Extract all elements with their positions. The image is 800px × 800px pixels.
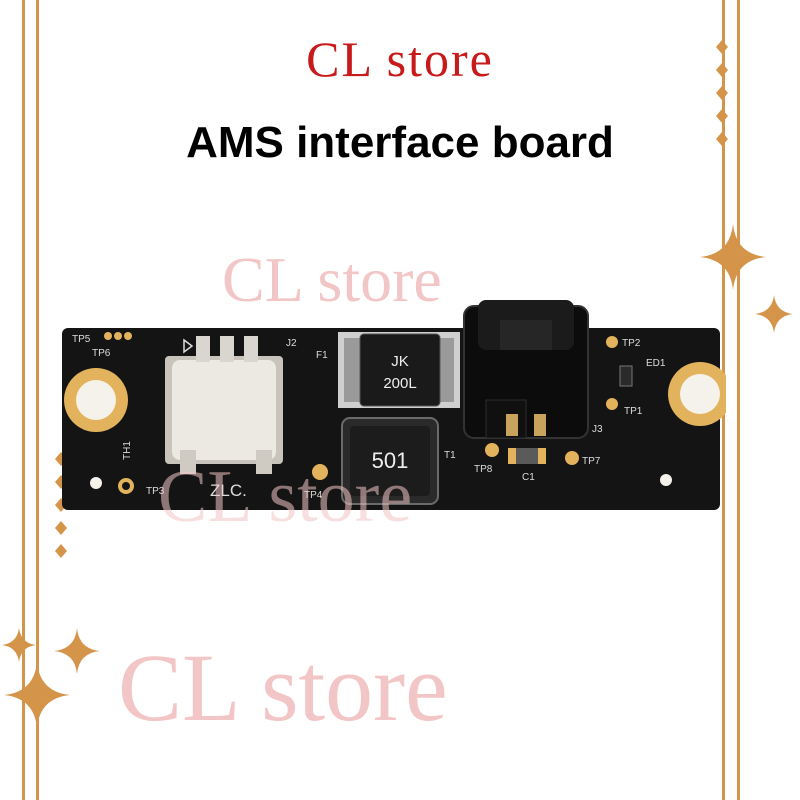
label-c1: C1 — [522, 472, 535, 483]
fuse-f1: JK 200L — [338, 332, 460, 408]
diode-ed1 — [619, 365, 633, 387]
watermark-middle: CL store — [158, 456, 413, 538]
inductor-marking: 501 — [372, 448, 409, 473]
product-title: AMS interface board — [186, 118, 614, 167]
watermark-bottom: CL store — [118, 634, 448, 741]
capacitor-c1 — [508, 448, 546, 464]
fuse-marking-line2: 200L — [383, 375, 416, 392]
label-f1: F1 — [316, 350, 328, 361]
label-tp3: TP3 — [146, 486, 165, 497]
connector-j3 — [463, 300, 589, 439]
brand-title: CL store — [306, 31, 494, 87]
label-th1: TH1 — [122, 441, 133, 460]
via-left-bottom — [90, 477, 102, 489]
sparkle-icon-left-small — [2, 628, 36, 662]
sparkle-icon-right-small — [755, 295, 793, 333]
label-tp6: TP6 — [92, 348, 111, 359]
label-tp7: TP7 — [582, 456, 601, 467]
pcb-board: JK 200L 501 TP5 TP6 J2 F1 TP2 ED1 TP1 J3… — [62, 300, 726, 510]
label-tp5: TP5 — [72, 334, 91, 345]
fuse-marking-line1: JK — [391, 353, 409, 370]
test-pad-tp7 — [565, 451, 579, 465]
sparkle-icon-left-medium — [54, 628, 100, 674]
label-t1: T1 — [444, 450, 456, 461]
label-tp1: TP1 — [624, 406, 643, 417]
label-j2: J2 — [286, 338, 297, 349]
watermark-top: CL store — [222, 244, 442, 315]
via-right-bottom — [660, 474, 672, 486]
connector-j2 — [165, 336, 283, 474]
label-tp4: TP4 — [304, 490, 323, 501]
sparkle-icon-right-large — [700, 224, 766, 290]
inductor-t1: 501 — [341, 417, 439, 505]
label-ed1: ED1 — [646, 358, 666, 369]
frame-line-left-inner — [36, 0, 39, 800]
label-tp8: TP8 — [474, 464, 493, 475]
test-pad-tp1 — [606, 398, 618, 410]
label-j3: J3 — [592, 424, 603, 435]
frame-line-left-outer — [22, 0, 25, 800]
test-pad-tp2 — [606, 336, 618, 348]
diamond-column-right — [716, 40, 728, 146]
frame-line-right-outer — [737, 0, 740, 800]
label-zlc: ZLC. — [210, 481, 247, 500]
label-tp2: TP2 — [622, 338, 641, 349]
test-pad-tp4 — [312, 464, 328, 480]
test-pad-tp8 — [485, 443, 499, 457]
sparkle-icon-left-large — [4, 662, 70, 728]
